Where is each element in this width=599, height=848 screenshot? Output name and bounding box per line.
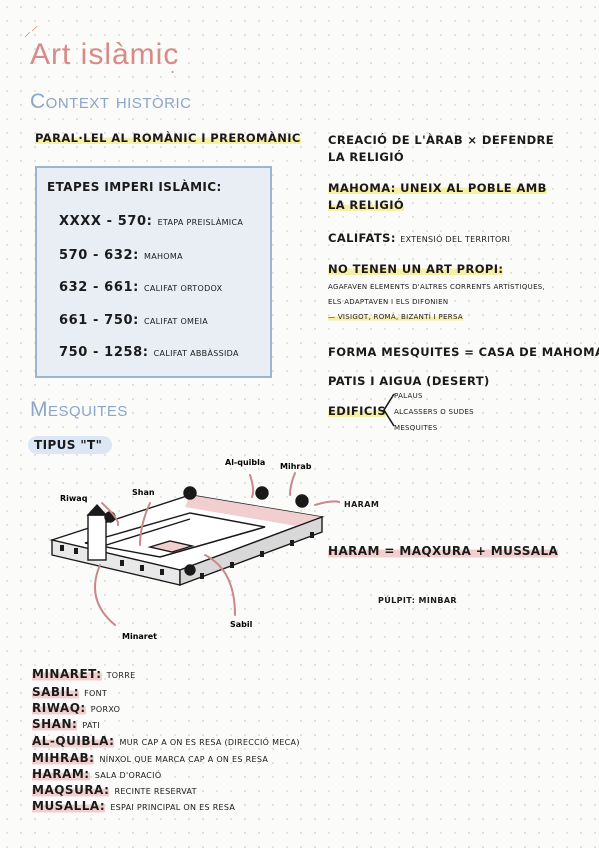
etapa-row: XXXX - 570: etapa preislàmica bbox=[59, 210, 243, 229]
etapa-row: 750 - 1258: califat abbàssida bbox=[59, 341, 239, 360]
glossary-item: Haram: sala d'oració bbox=[32, 763, 161, 782]
glossary-term: Al-Quibla: bbox=[32, 734, 115, 748]
notenen-text: No tenen un art propi: bbox=[328, 262, 504, 276]
etapa-years: 570 - 632: bbox=[59, 248, 139, 263]
edificis-item: mesquites bbox=[394, 424, 438, 432]
forma-text: Forma mesquites = casa de Mahoma bbox=[328, 345, 599, 359]
mesquites-heading: Mesquites bbox=[30, 398, 128, 421]
haram-equation: Haram = Maqxura + Mussala bbox=[328, 544, 559, 558]
glossary-term: Riwaq: bbox=[32, 701, 86, 715]
creacio-line-2: la religió bbox=[328, 150, 405, 164]
glossary-term: Haram: bbox=[32, 767, 90, 781]
glossary-term: Maqsura: bbox=[32, 783, 110, 797]
mahoma-line-1: Mahoma: uneix al poble amb bbox=[328, 181, 547, 195]
glossary-def: torre bbox=[106, 671, 136, 680]
glossary-def: pati bbox=[82, 721, 101, 730]
etapa-years: 632 - 661: bbox=[59, 280, 139, 295]
mahoma-line-2: la religió bbox=[328, 198, 405, 212]
etapa-desc: califat omeia bbox=[144, 317, 209, 326]
mosque-diagram: Riwaq Shan Al-quibla Mihrab Haram Minare… bbox=[49, 458, 340, 641]
glossary-item: Minaret: torre bbox=[32, 663, 135, 682]
glossary-term: Musalla: bbox=[32, 799, 106, 813]
etapa-years: 750 - 1258: bbox=[59, 345, 149, 360]
etapes-heading: Etapes imperi islàmic: bbox=[47, 180, 222, 194]
pulpit-text: Púlpit: minbar bbox=[378, 596, 457, 605]
label-riwaq: Riwaq bbox=[60, 494, 88, 503]
edificis-brace-icon bbox=[383, 393, 395, 427]
glossary-item: Musalla: espai principal on es resa bbox=[32, 795, 235, 814]
agafaven-text: agafaven elements d'altres corrents artí… bbox=[328, 283, 546, 291]
label-alquibla: Al-quibla bbox=[225, 458, 265, 467]
glossary-def: font bbox=[84, 689, 108, 698]
label-mihrab: Mihrab bbox=[280, 462, 312, 471]
edificis-item: alcassers o sudes bbox=[394, 408, 474, 416]
glossary-term: Minaret: bbox=[32, 667, 102, 681]
edificis-item: palaus bbox=[394, 392, 423, 400]
glossary-def: mur cap a on es resa (direcció Meca) bbox=[119, 738, 300, 747]
tipus-badge: Tipus "T" bbox=[28, 436, 113, 454]
glossary-item: Shan: pati bbox=[32, 713, 100, 732]
right-column: Creació de l'àrab × defendre la religió … bbox=[328, 0, 599, 440]
glossary-def: recinte reservat bbox=[114, 787, 197, 796]
glossary-def: nínxol que marca cap a on es resa bbox=[99, 755, 269, 764]
glossary-item: Sabil: font bbox=[32, 681, 107, 700]
glossary-def: sala d'oració bbox=[94, 771, 162, 780]
etapa-years: XXXX - 570: bbox=[59, 214, 153, 229]
califats-line: Califats: extensió del territori bbox=[328, 231, 510, 245]
etapa-row: 570 - 632: Mahoma bbox=[59, 244, 183, 263]
etapa-desc: Mahoma bbox=[144, 252, 183, 261]
visigot-text: — visigot, romà, bizantí i persa bbox=[328, 313, 463, 321]
label-minaret: Minaret bbox=[122, 632, 157, 641]
adaptaven-text: els adaptaven i els difonien bbox=[328, 298, 449, 306]
creacio-line-1: Creació de l'àrab × defendre bbox=[328, 133, 555, 147]
label-shan: Shan bbox=[132, 488, 155, 497]
glossary-item: Al-Quibla: mur cap a on es resa (direcci… bbox=[32, 730, 300, 749]
glossary-def: porxo bbox=[90, 705, 121, 714]
etapa-row: 661 - 750: califat omeia bbox=[59, 309, 208, 328]
glossary-term: Shan: bbox=[32, 717, 78, 731]
glossary-def: espai principal on es resa bbox=[110, 803, 236, 812]
paral-line: Paral·lel al romànic i preromànic bbox=[35, 131, 301, 145]
title-spark-right-icon: ⁚ bbox=[170, 58, 176, 77]
etapes-box: Etapes imperi islàmic: XXXX - 570: etapa… bbox=[35, 166, 272, 378]
edificis-label: Edificis bbox=[328, 404, 387, 418]
label-sabil: Sabil bbox=[230, 620, 253, 629]
etapa-desc: etapa preislàmica bbox=[157, 218, 244, 227]
glossary-item: Maqsura: recinte reservat bbox=[32, 779, 197, 798]
paral-text: Paral·lel al romànic i preromànic bbox=[35, 131, 301, 145]
califats-label: Califats: bbox=[328, 231, 396, 245]
tipus-label: Tipus "T" bbox=[34, 438, 103, 452]
context-heading: Context històric bbox=[30, 90, 192, 113]
glossary-term: Mihrab: bbox=[32, 751, 95, 765]
etapa-years: 661 - 750: bbox=[59, 313, 139, 328]
etapa-desc: califat abbàssida bbox=[153, 349, 239, 358]
patis-text: Patis i aigua (desert) bbox=[328, 374, 490, 388]
glossary: Minaret: torre Sabil: font Riwaq: porxo … bbox=[32, 0, 332, 848]
califats-desc: extensió del territori bbox=[400, 235, 511, 244]
etapa-row: 632 - 661: califat ortodox bbox=[59, 276, 222, 295]
haram-arrow-label: Haram bbox=[344, 500, 380, 509]
title-spark-left-icon: ⸝⸍ bbox=[24, 24, 38, 40]
etapa-desc: califat ortodox bbox=[144, 284, 223, 293]
glossary-item: Riwaq: porxo bbox=[32, 697, 120, 716]
glossary-item: Mihrab: nínxol que marca cap a on es res… bbox=[32, 747, 268, 766]
glossary-term: Sabil: bbox=[32, 685, 79, 699]
page-title: Art islàmic bbox=[30, 38, 180, 71]
